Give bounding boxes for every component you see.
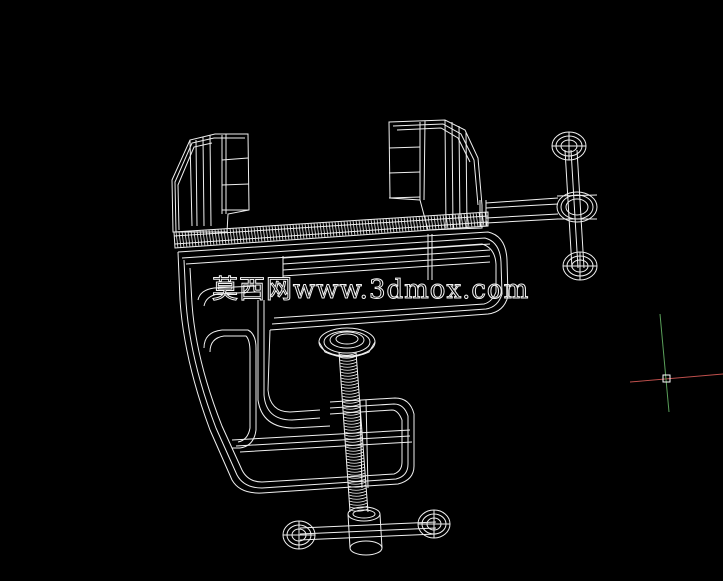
c-frame (177, 231, 509, 494)
thread-hatch (175, 212, 488, 249)
top-screw (479, 131, 598, 281)
bottom-screw (282, 327, 451, 556)
screw-coils (338, 352, 369, 512)
thread-rail (173, 211, 489, 249)
ucs-x-axis (629, 373, 723, 383)
ucs-icon (629, 313, 723, 413)
watermark-text: 莫西网www.3dmox.com (212, 275, 529, 305)
left-jaw (171, 133, 250, 233)
ucs-origin-marker (662, 374, 671, 383)
ucs-y-axis (659, 313, 670, 413)
